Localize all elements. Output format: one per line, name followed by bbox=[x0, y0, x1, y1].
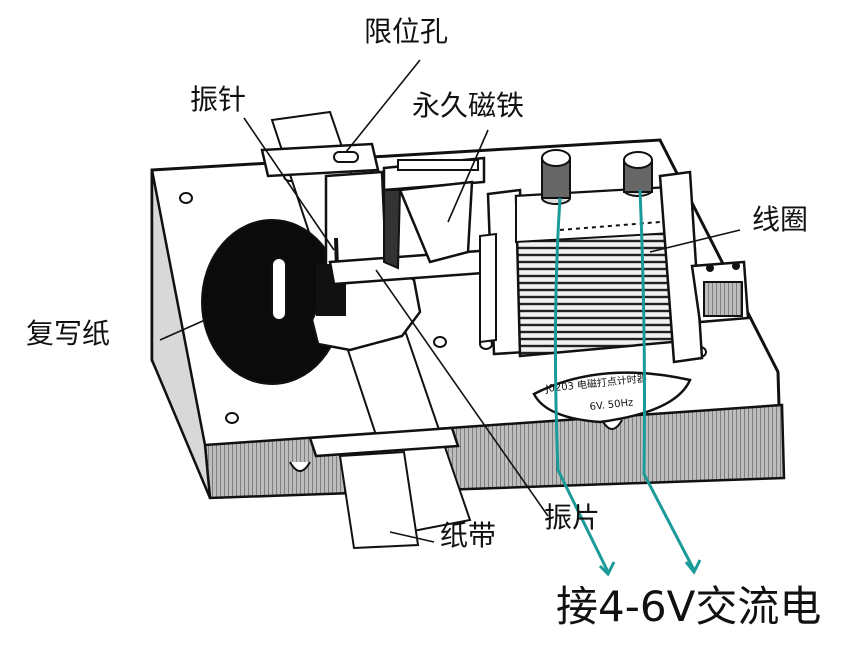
power-wires bbox=[553, 189, 702, 577]
label-power-note: 接4-6V交流电 bbox=[556, 582, 822, 631]
nameplate: J0203 电磁打点计时器 6V. 50Hz bbox=[532, 371, 692, 424]
leader-lines bbox=[159, 59, 741, 543]
limit-hole-bracket bbox=[260, 142, 380, 178]
permanent-magnet bbox=[382, 156, 486, 270]
label-limit-hole: 限位孔 bbox=[364, 15, 449, 48]
carbon-paper-disk bbox=[201, 219, 343, 385]
label-paper-tape: 纸带 bbox=[440, 519, 497, 552]
label-permanent-magnet: 永久磁铁 bbox=[412, 89, 525, 122]
label-coil: 线圈 bbox=[752, 203, 809, 236]
tape-guide bbox=[308, 426, 460, 458]
binding-post-left bbox=[541, 149, 571, 205]
coil-end-bracket bbox=[658, 170, 704, 364]
nameplate-line2: 6V. 50Hz bbox=[589, 397, 634, 413]
terminal-block bbox=[690, 260, 750, 324]
binding-post-right bbox=[623, 151, 653, 197]
label-vibrating-needle: 振针 bbox=[190, 83, 247, 116]
label-vibrating-plate: 振片 bbox=[544, 501, 601, 534]
label-carbon-paper: 复写纸 bbox=[26, 317, 111, 350]
